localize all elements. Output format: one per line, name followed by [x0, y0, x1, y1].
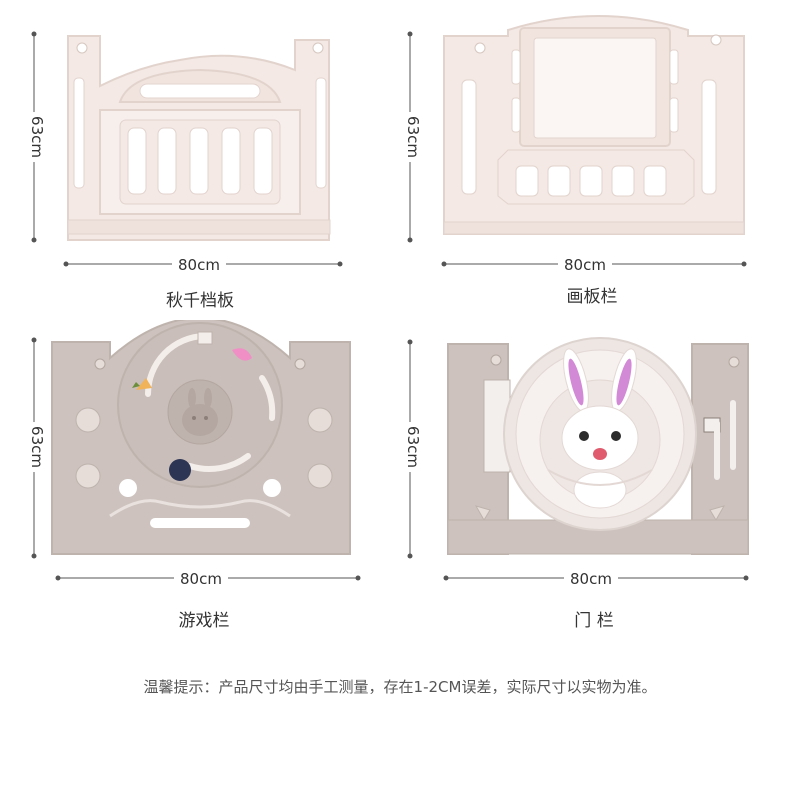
ball-icon — [169, 459, 191, 481]
drawing-panel-illustration — [407, 15, 747, 267]
measurement-note: 温馨提示：产品尺寸均由手工测量，存在1-2CM误差，实际尺寸以实物为准。 — [143, 678, 657, 696]
panel-drawing: 63cm 80cm 画板栏 — [400, 0, 800, 320]
bunny-icon — [182, 388, 218, 436]
game-height-label: 63cm — [27, 422, 46, 472]
swing-caption: 秋千档板 — [166, 291, 234, 311]
game-caption: 游戏栏 — [178, 611, 230, 631]
drawing-width-label: 80cm — [558, 256, 612, 274]
game-panel-illustration — [31, 320, 361, 581]
leaf-icon — [232, 348, 252, 361]
drawing-caption: 画板栏 — [566, 287, 618, 307]
door-width-label: 80cm — [564, 570, 618, 588]
panel-game: 63cm 80cm 游戏栏 — [0, 320, 400, 640]
game-width-label: 80cm — [174, 570, 228, 588]
door-height-label: 63cm — [403, 422, 422, 472]
carrot-icon — [474, 505, 726, 521]
swing-height-label: 63cm — [27, 112, 46, 162]
panel-door: 63cm 80cm 门 栏 — [400, 320, 800, 640]
door-caption: 门 栏 — [574, 611, 614, 631]
drawing-height-label: 63cm — [403, 112, 422, 162]
carrot-icon — [132, 378, 152, 390]
swing-panel-illustration — [31, 31, 343, 267]
panel-swing: 63cm 80cm 秋千档板 — [0, 0, 400, 320]
door-panel-illustration — [407, 337, 749, 581]
bunny-icon — [561, 348, 639, 509]
swing-width-label: 80cm — [172, 256, 226, 274]
